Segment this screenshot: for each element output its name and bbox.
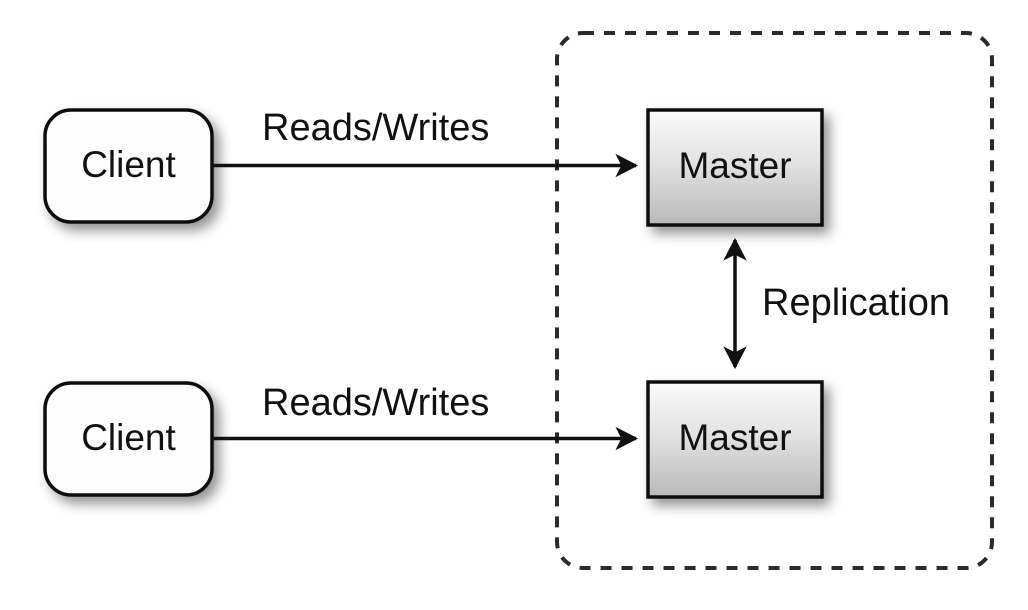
edge-client-top-to-master-top: Reads/Writes <box>212 107 639 178</box>
master-top-shape <box>646 108 824 227</box>
edge-label-reads-writes-top: Reads/Writes <box>262 107 489 149</box>
client-top-label: Client <box>81 144 176 185</box>
node-client-bottom[interactable]: Client <box>43 381 214 497</box>
edge-client-bottom-to-master-bottom: Reads/Writes <box>212 382 639 451</box>
node-client-top[interactable]: Client <box>43 108 214 224</box>
client-bottom-label: Client <box>81 417 176 458</box>
node-master-bottom[interactable]: Master <box>646 380 824 499</box>
master-bottom-shape <box>646 380 824 499</box>
edge-label-replication: Replication <box>762 282 950 324</box>
master-bottom-label: Master <box>678 417 791 458</box>
edge-label-reads-writes-bottom: Reads/Writes <box>262 382 489 424</box>
node-master-top[interactable]: Master <box>646 108 824 227</box>
replication-cluster-boundary <box>555 31 994 570</box>
master-top-label: Master <box>678 145 791 186</box>
edge-master-replication: Replication <box>723 237 950 370</box>
